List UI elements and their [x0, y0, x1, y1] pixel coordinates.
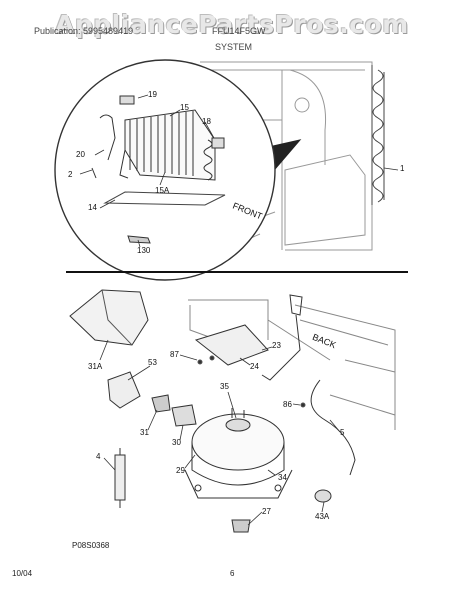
callout-18: 18: [202, 117, 211, 126]
callout-31a: 31A: [88, 362, 103, 371]
compressor: [184, 408, 293, 499]
publication-number: Publication: 5995489419: [34, 26, 134, 36]
condenser-coil: [371, 65, 385, 205]
terminal-31: [151, 394, 171, 413]
callout-15a: 15A: [155, 186, 170, 195]
mounting-bracket: [194, 324, 269, 366]
callout-23: 23: [272, 341, 281, 350]
filter-drier: [114, 454, 126, 501]
process-tubing: [310, 379, 356, 476]
callout-1: 1: [400, 164, 405, 173]
callout-34: 34: [278, 473, 287, 482]
callout-24: 24: [250, 362, 259, 371]
callout-53: 53: [148, 358, 157, 367]
callout-43a: 43A: [315, 512, 330, 521]
figure-id: P08S0368: [72, 541, 110, 550]
callout-4: 4: [96, 452, 101, 461]
callout-130: 130: [137, 246, 151, 255]
page-number: 6: [230, 569, 235, 578]
screw-130: [127, 235, 151, 244]
drain-pan: [69, 289, 149, 346]
grommet: [231, 519, 251, 533]
callout-86: 86: [283, 400, 292, 409]
leader-lines: [79, 94, 399, 526]
model-number: FFU14F5GW: [212, 26, 266, 36]
section-title: SYSTEM: [215, 42, 253, 52]
wiring-connector: [289, 294, 303, 316]
drain-trough: [103, 191, 226, 206]
tube-clamp: [314, 489, 332, 503]
machine-compartment: [188, 299, 396, 430]
callout-30: 30: [172, 438, 181, 447]
callout-29: 29: [176, 466, 185, 475]
callout-14: 14: [88, 203, 97, 212]
screw-86: [300, 402, 306, 408]
start-relay: [107, 371, 141, 409]
defrost-heater-wire: [99, 114, 116, 161]
watermark-logo: AppliancePartsPros.com: [55, 10, 409, 39]
callout-2: 2: [68, 170, 73, 179]
callout-15: 15: [180, 103, 189, 112]
callout-35: 35: [220, 382, 229, 391]
callout-19: 19: [148, 90, 157, 99]
callout-31: 31: [140, 428, 149, 437]
part-18-block: [211, 137, 225, 149]
callout-5: 5: [340, 428, 345, 437]
callout-27: 27: [262, 507, 271, 516]
evaporator: [119, 109, 216, 181]
callout-20: 20: [76, 150, 85, 159]
terminal-cover: [171, 404, 197, 427]
callout-87: 87: [170, 350, 179, 359]
part-19-clip: [119, 95, 135, 105]
footer-date: 10/04: [12, 569, 33, 578]
